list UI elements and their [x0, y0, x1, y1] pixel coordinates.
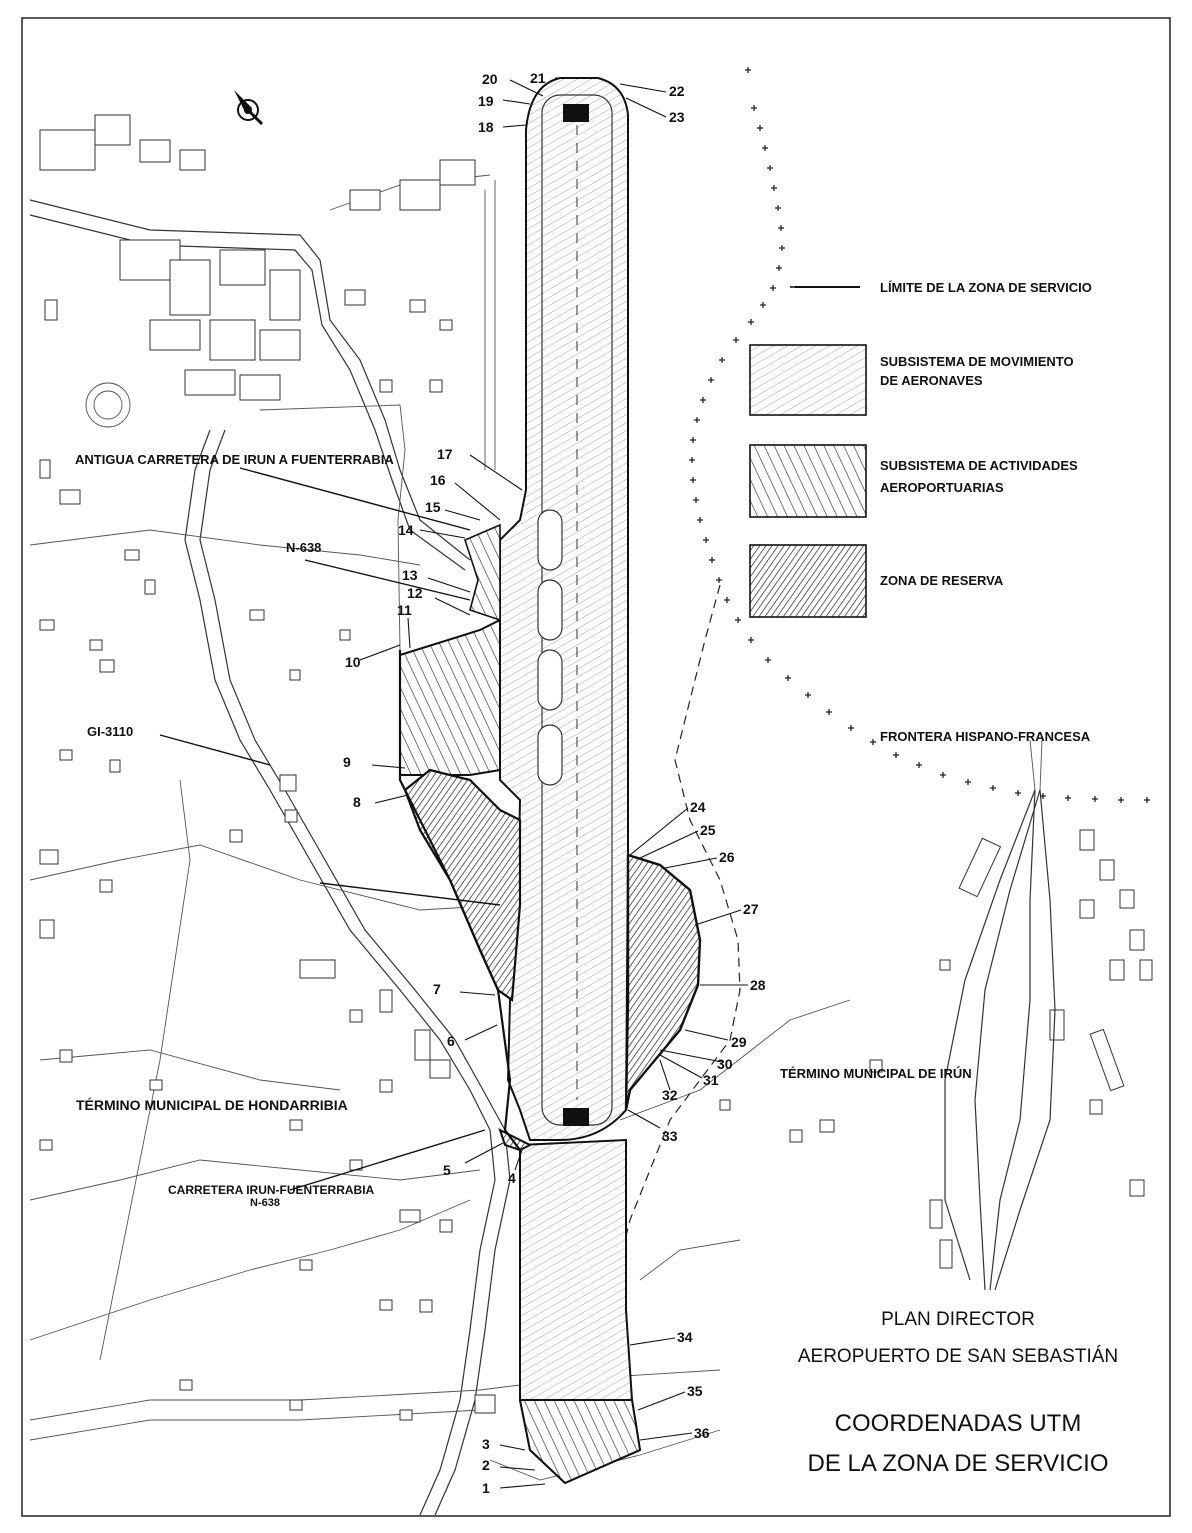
runway-threshold-south: [563, 1108, 589, 1126]
legend-movement-label-1: SUBSISTEMA DE MOVIMIENTO: [880, 354, 1074, 369]
legend-reserve-swatch: [749, 544, 867, 618]
point-label: 35: [687, 1383, 703, 1399]
point-label: 5: [443, 1162, 451, 1178]
point-label: 11: [397, 602, 412, 618]
point-label: 15: [425, 499, 441, 515]
legend: LÍMITE DE LA ZONA DE SERVICIO SUBSISTEMA…: [749, 280, 1092, 618]
point-label: 13: [402, 567, 418, 583]
point-label: 33: [662, 1128, 678, 1144]
label-frontier: FRONTERA HISPANO-FRANCESA: [880, 729, 1091, 744]
title-line-2: AEROPUERTO DE SAN SEBASTIÁN: [798, 1346, 1118, 1367]
legend-activities-label-2: AEROPORTUARIAS: [880, 480, 1004, 495]
label-road-irun-line1: CARRETERA IRUN-FUENTERRABIA: [168, 1183, 375, 1197]
label-road-irun-line2: N-638: [250, 1197, 280, 1209]
buildings-right: [719, 829, 1153, 1269]
label-hondarribia: TÉRMINO MUNICIPAL DE HONDARRIBIA: [76, 1097, 348, 1113]
buildings-left: [39, 114, 496, 1421]
point-label: 22: [669, 83, 685, 99]
point-label: 30: [717, 1056, 733, 1072]
activities-area-north: [399, 618, 501, 776]
point-label: 29: [731, 1034, 747, 1050]
point-label: 18: [478, 119, 494, 135]
point-label: 4: [508, 1170, 516, 1186]
title-line-1: PLAN DIRECTOR: [881, 1309, 1035, 1330]
point-leaders: [359, 77, 748, 1489]
title-line-3: COORDENADAS UTM: [835, 1410, 1082, 1437]
point-label: 25: [700, 822, 716, 838]
point-label: 8: [353, 794, 361, 810]
point-label: 28: [750, 977, 766, 993]
label-irun: TÉRMINO MUNICIPAL DE IRÚN: [780, 1066, 972, 1081]
point-label: 21: [530, 70, 546, 86]
point-numbers: 1 2 3 4 5 6 7 8 9 10 11 12 13 14 15 16 1…: [343, 70, 766, 1496]
label-old-road: ANTIGUA CARRETERA DE IRUN A FUENTERRABIA: [75, 452, 394, 467]
reserve-zone-south: [498, 1128, 533, 1152]
reserve-zone-west: [403, 768, 522, 1003]
point-label: 27: [743, 901, 759, 917]
point-label: 23: [669, 109, 685, 125]
legend-reserve-label: ZONA DE RESERVA: [880, 573, 1004, 588]
label-n638-upper: N-638: [286, 540, 321, 555]
legend-movement-swatch: [749, 344, 867, 416]
point-label: 14: [398, 522, 414, 538]
service-limit-west: [398, 650, 521, 1151]
label-gi3110: GI-3110: [87, 724, 133, 739]
taxiway-pads: [537, 509, 563, 786]
point-label: 19: [478, 93, 494, 109]
point-label: 16: [430, 472, 446, 488]
point-label: 1: [482, 1480, 490, 1496]
point-label: 36: [694, 1425, 710, 1441]
runway-threshold-north: [563, 104, 589, 122]
point-label: 26: [719, 849, 735, 865]
point-label: 34: [677, 1329, 693, 1345]
title-block: PLAN DIRECTOR AEROPUERTO DE SAN SEBASTIÁ…: [798, 1309, 1118, 1477]
point-label: 6: [447, 1033, 455, 1049]
north-arrow-icon: [234, 90, 264, 126]
legend-activities-label-1: SUBSISTEMA DE ACTIVIDADES: [880, 458, 1078, 473]
point-label: 2: [482, 1457, 490, 1473]
point-label: 32: [662, 1087, 678, 1103]
activities-area-south: [518, 1399, 642, 1485]
point-label: 24: [690, 799, 706, 815]
point-label: 3: [482, 1436, 490, 1452]
legend-activities-swatch: [749, 444, 867, 518]
point-label: 7: [433, 981, 441, 997]
movement-area: [499, 77, 629, 1141]
frontier-line: [689, 67, 1150, 803]
point-label: 17: [437, 446, 453, 462]
municipal-boundary: [614, 584, 741, 1281]
point-label: 10: [345, 654, 361, 670]
activities-area-small: [464, 523, 501, 622]
title-line-4: DE LA ZONA DE SERVICIO: [808, 1450, 1109, 1477]
map-frame: [21, 17, 1171, 1517]
point-label: 9: [343, 754, 351, 770]
point-label: 20: [482, 71, 498, 87]
legend-movement-label-2: DE AERONAVES: [880, 373, 983, 388]
point-label: 31: [703, 1072, 719, 1088]
railway-lines: [944, 739, 1056, 1291]
reserve-zone-east: [624, 853, 702, 1111]
point-label: 12: [407, 585, 423, 601]
legend-service-limit-label: LÍMITE DE LA ZONA DE SERVICIO: [880, 280, 1092, 295]
